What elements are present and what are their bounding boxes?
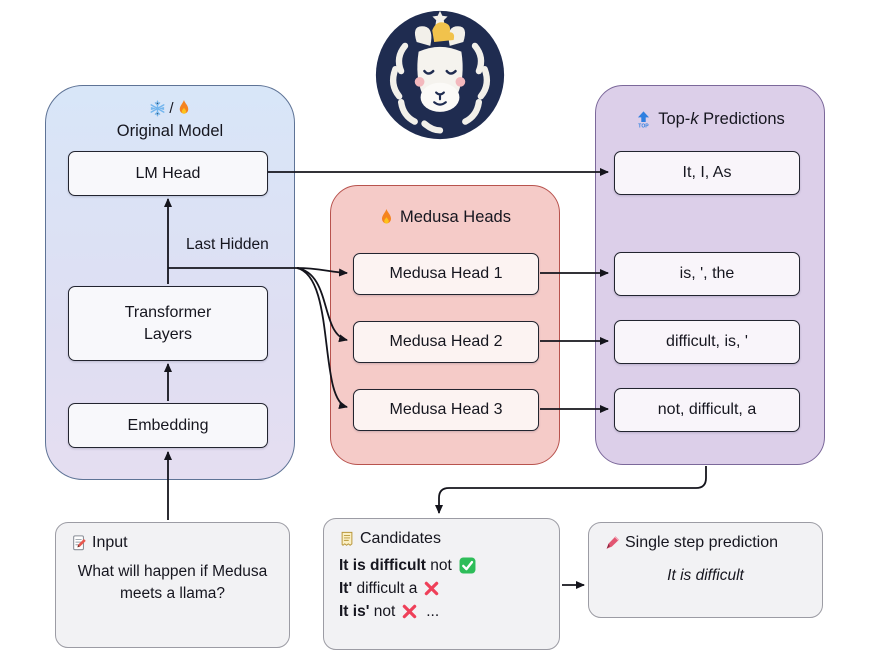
last-hidden-label: Last Hidden [186, 236, 269, 253]
input-title: Input [92, 534, 128, 551]
input-box: Input What will happen if Medusa meets a… [55, 522, 290, 648]
prediction-head1-label: is, ', the [679, 265, 735, 282]
scroll-icon [341, 531, 353, 546]
candidate-row-3: It is' not ... [339, 600, 559, 623]
llama-logo-icon [375, 10, 505, 140]
cross-icon [403, 604, 417, 619]
prediction-head3-label: not, difficult, a [657, 401, 757, 418]
embedding-label: Embedding [127, 416, 209, 434]
transformer-layers-label: Transformer Layers [124, 303, 212, 343]
medusa-head-1-label: Medusa Head 1 [389, 265, 503, 282]
medusa-head-2-label: Medusa Head 2 [389, 333, 503, 350]
arrow-topk-to-candidates [435, 466, 707, 514]
medusa-head-3-label: Medusa Head 3 [389, 401, 503, 418]
snowflake-icon [150, 100, 165, 116]
flame-icon [179, 99, 188, 114]
original-model-header-icons: / [46, 98, 294, 118]
node-medusa-head-2: Medusa Head 2 [353, 321, 539, 363]
candidate-2-rest: difficult a [352, 579, 418, 597]
candidates-title: Candidates [360, 530, 441, 547]
candidate-row-2: It' difficult a [339, 577, 559, 600]
node-prediction-head2: difficult, is, ' [614, 320, 800, 364]
original-model-panel: / Original Model LM Head Transformer Lay… [45, 85, 295, 480]
medusa-heads-panel: Medusa Heads Medusa Head 1 Medusa Head 2… [330, 185, 560, 465]
topk-header: TOP Top-k Predictions [596, 110, 824, 129]
node-prediction-head1: is, ', the [614, 252, 800, 296]
cross-icon [425, 581, 439, 596]
check-icon [459, 557, 476, 574]
node-embedding: Embedding [68, 403, 268, 448]
candidate-rows: It is difficult not It' difficult a I [324, 548, 559, 623]
candidate-2-bold: It' [339, 579, 353, 597]
node-prediction-head3: not, difficult, a [614, 388, 800, 432]
node-lm-head: LM Head [68, 151, 268, 196]
topk-predictions-panel: TOP Top-k Predictions It, I, As is, ', t… [595, 85, 825, 465]
svg-text:TOP: TOP [639, 123, 650, 128]
prediction-head2-label: difficult, is, ' [666, 333, 748, 350]
node-transformer-layers: Transformer Layers [68, 286, 268, 361]
candidates-header: Candidates [324, 519, 559, 548]
node-prediction-lm: It, I, As [614, 151, 800, 195]
memo-icon [73, 535, 86, 551]
lm-head-label: LM Head [135, 164, 201, 182]
input-box-header: Input [56, 523, 289, 552]
single-step-title: Single step prediction [625, 534, 778, 551]
single-step-result: It is difficult [667, 567, 744, 584]
pen-icon [606, 536, 619, 549]
prediction-lm-label: It, I, As [682, 164, 732, 181]
candidate-1-rest: not [425, 556, 452, 574]
candidate-1-bold: It is difficult [339, 556, 426, 574]
medusa-heads-title: Medusa Heads [400, 208, 511, 226]
candidates-box: Candidates It is difficult not It' diffi… [323, 518, 560, 650]
top-k-icon: TOP [638, 111, 650, 128]
candidate-row-1: It is difficult not [339, 554, 559, 577]
node-medusa-head-1: Medusa Head 1 [353, 253, 539, 295]
candidate-3-bold: It is' [339, 602, 370, 620]
candidate-3-rest: not [369, 602, 396, 620]
freeze-fire-slash: / [169, 99, 174, 117]
single-step-header: Single step prediction [589, 523, 822, 552]
medusa-heads-header: Medusa Heads [331, 208, 559, 227]
candidates-ellipsis: ... [426, 602, 440, 620]
flame-icon [382, 208, 391, 224]
node-medusa-head-3: Medusa Head 3 [353, 389, 539, 431]
input-text: What will happen if Medusa meets a llama… [77, 563, 268, 603]
original-model-title: Original Model [116, 122, 224, 140]
topk-title: Top-k Predictions [658, 110, 785, 128]
single-step-box: Single step prediction It is difficult [588, 522, 823, 618]
